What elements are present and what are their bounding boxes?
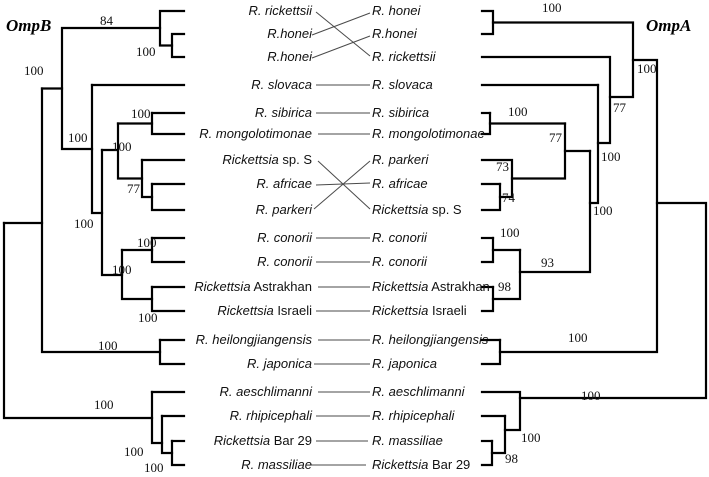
- connector-line: [317, 160, 371, 210]
- bootstrap-value: 100: [131, 106, 151, 121]
- bootstrap-value: 100: [508, 104, 528, 119]
- taxon-label: R. rickettsii: [248, 3, 312, 18]
- bootstrap-value: 100: [124, 444, 144, 459]
- ompb-tree-branches: [2, 9, 186, 467]
- taxon-label: R.honei: [267, 49, 312, 64]
- bootstrap-value: 100: [144, 460, 164, 475]
- bootstrap-value: 93: [541, 255, 554, 270]
- ompb-tree-title: OmpB: [6, 16, 52, 35]
- taxon-label: R. parkeri: [255, 202, 312, 217]
- bootstrap-value: 77: [127, 181, 140, 196]
- taxon-label: Rickettsia Bar 29: [372, 457, 471, 472]
- bootstrap-value: 100: [593, 203, 613, 218]
- taxon-label: Rickettsia Astrakhan: [194, 279, 312, 294]
- bootstrap-value: 73: [496, 159, 509, 174]
- taxon-label: R. rhipicephali: [372, 408, 455, 423]
- taxon-label: R. mongolotimonae: [372, 126, 485, 141]
- taxon-label: R. japonica: [372, 356, 438, 371]
- bootstrap-value: 100: [94, 397, 114, 412]
- bootstrap-value: 100: [137, 235, 157, 250]
- ompa-tree-branches: [480, 9, 708, 467]
- bootstrap-value: 100: [521, 430, 541, 445]
- bootstrap-value: 100: [568, 330, 588, 345]
- taxon-label: R. rickettsii: [372, 49, 436, 64]
- taxon-label: R. heilongjiangensis: [372, 332, 489, 347]
- taxon-label: R. slovaca: [372, 77, 433, 92]
- bootstrap-value: 77: [613, 100, 626, 115]
- bootstrap-value: 100: [112, 139, 132, 154]
- taxon-label: R. rhipicephali: [229, 408, 312, 423]
- bootstrap-value: 100: [112, 262, 132, 277]
- taxon-label: R. slovaca: [251, 77, 312, 92]
- taxon-label: R. massiliae: [241, 457, 312, 472]
- taxon-label: R. japonica: [246, 356, 312, 371]
- taxon-label: Rickettsia Israeli: [372, 303, 467, 318]
- connector-line: [315, 11, 371, 57]
- taxon-label: R. conorii: [257, 230, 312, 245]
- bootstrap-value: 100: [138, 310, 158, 325]
- taxon-label: R. sibirica: [254, 105, 312, 120]
- taxon-label: R. parkeri: [372, 152, 429, 167]
- taxon-label: Rickettsia Astrakhan: [372, 279, 490, 294]
- taxon-connector-lines: [310, 11, 371, 466]
- taxon-label: R. africae: [256, 176, 312, 191]
- ompa-tree-title: OmpA: [646, 16, 692, 35]
- connector-line: [311, 12, 371, 36]
- taxon-label: R. honei: [372, 3, 421, 18]
- taxon-label: Rickettsia sp. S: [372, 202, 462, 217]
- taxon-label: Rickettsia Bar 29: [213, 433, 312, 448]
- bootstrap-value: 100: [637, 61, 657, 76]
- taxon-label: R. africae: [372, 176, 428, 191]
- connector-line: [311, 35, 371, 59]
- bootstrap-value: 77: [549, 130, 562, 145]
- taxon-label: R.honei: [372, 26, 417, 41]
- bootstrap-value: 74: [502, 190, 515, 205]
- taxon-label: R. mongolotimonae: [199, 126, 312, 141]
- taxon-label: R. sibirica: [372, 105, 430, 120]
- bootstrap-value: 84: [100, 13, 113, 28]
- taxon-label: R. aeschlimanni: [372, 384, 465, 399]
- taxon-label: Rickettsia sp. S: [222, 152, 312, 167]
- bootstrap-value: 100: [74, 216, 94, 231]
- bootstrap-value: 100: [601, 149, 621, 164]
- bootstrap-value: 100: [68, 130, 88, 145]
- bootstrap-value: 98: [498, 279, 511, 294]
- connector-line: [313, 160, 371, 210]
- taxon-label: R. conorii: [372, 230, 427, 245]
- bootstrap-value: 100: [136, 44, 156, 59]
- taxon-label: R. massiliae: [372, 433, 443, 448]
- bootstrap-value: 100: [542, 0, 562, 15]
- bootstrap-value: 100: [581, 388, 601, 403]
- taxon-label: R. conorii: [257, 254, 312, 269]
- taxon-label: R.honei: [267, 26, 312, 41]
- bootstrap-value: 100: [24, 63, 44, 78]
- taxon-label: Rickettsia Israeli: [217, 303, 312, 318]
- bootstrap-value: 98: [505, 451, 518, 466]
- taxon-label: R. conorii: [372, 254, 427, 269]
- bootstrap-value: 100: [500, 225, 520, 240]
- bootstrap-value: 100: [98, 338, 118, 353]
- taxon-label: R. heilongjiangensis: [195, 332, 312, 347]
- taxon-label: R. aeschlimanni: [219, 384, 313, 399]
